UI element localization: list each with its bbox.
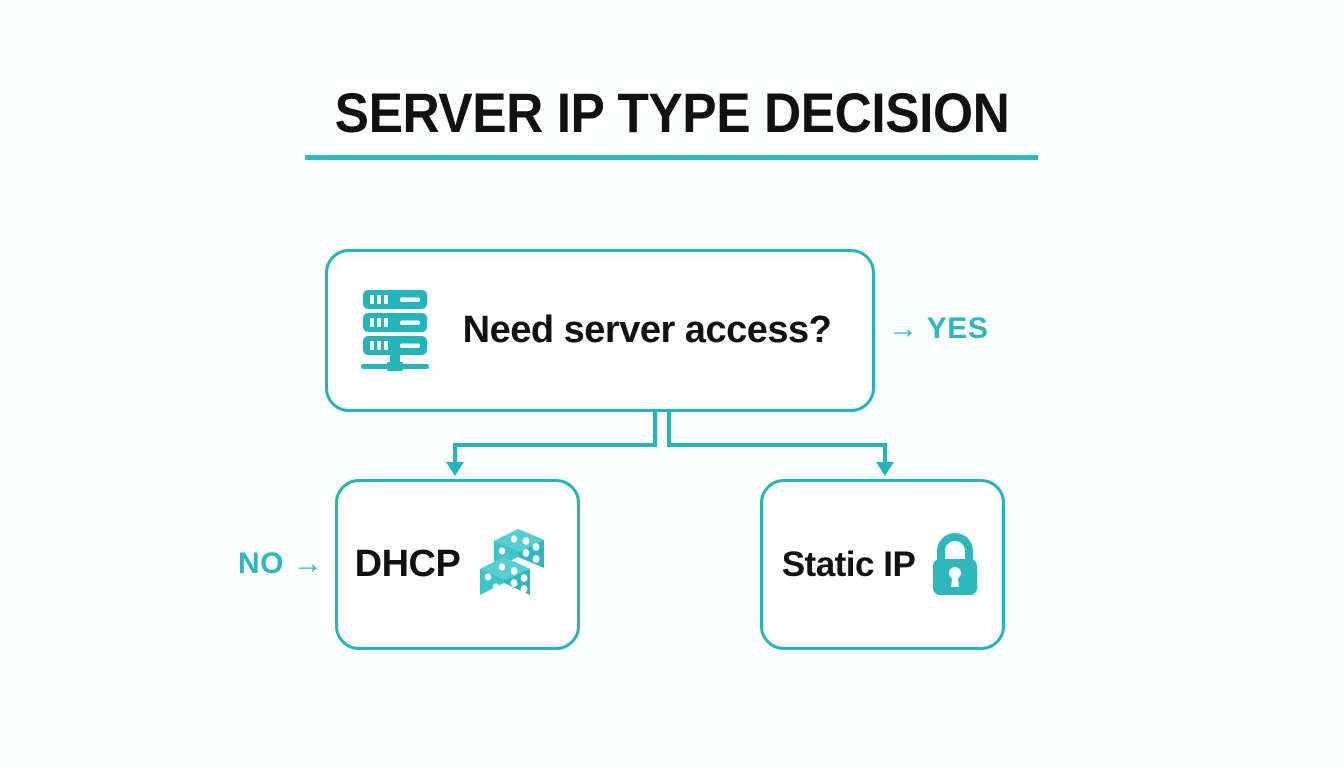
arrowhead-to-dhcp xyxy=(446,462,464,476)
page-title: SERVER IP TYPE DECISION xyxy=(334,81,1010,144)
outcome-node-dhcp[interactable]: DHCP xyxy=(335,479,580,650)
arrowhead-to-static-ip xyxy=(876,462,894,476)
connector-drop-left xyxy=(453,443,457,465)
branch-label-yes: → YES xyxy=(888,312,989,345)
decision-node-server-access[interactable]: Need server access? xyxy=(325,249,875,412)
padlock-icon xyxy=(927,532,983,598)
connector-stem-right xyxy=(667,412,671,447)
outcome-node-dhcp-label: DHCP xyxy=(354,543,461,585)
outcome-node-static-ip-label: Static IP xyxy=(781,544,916,584)
title-underline-rule xyxy=(305,155,1038,160)
connector-bar-right xyxy=(669,443,887,447)
branch-label-no: NO → xyxy=(238,547,324,580)
dice-icon xyxy=(474,525,560,605)
outcome-node-static-ip[interactable]: Static IP xyxy=(760,479,1005,650)
connector-drop-right xyxy=(883,443,887,465)
connector-bar-left xyxy=(453,443,655,447)
decision-node-label: Need server access? xyxy=(462,309,832,351)
connector-stem-left xyxy=(653,412,657,447)
server-rack-icon xyxy=(359,288,435,374)
